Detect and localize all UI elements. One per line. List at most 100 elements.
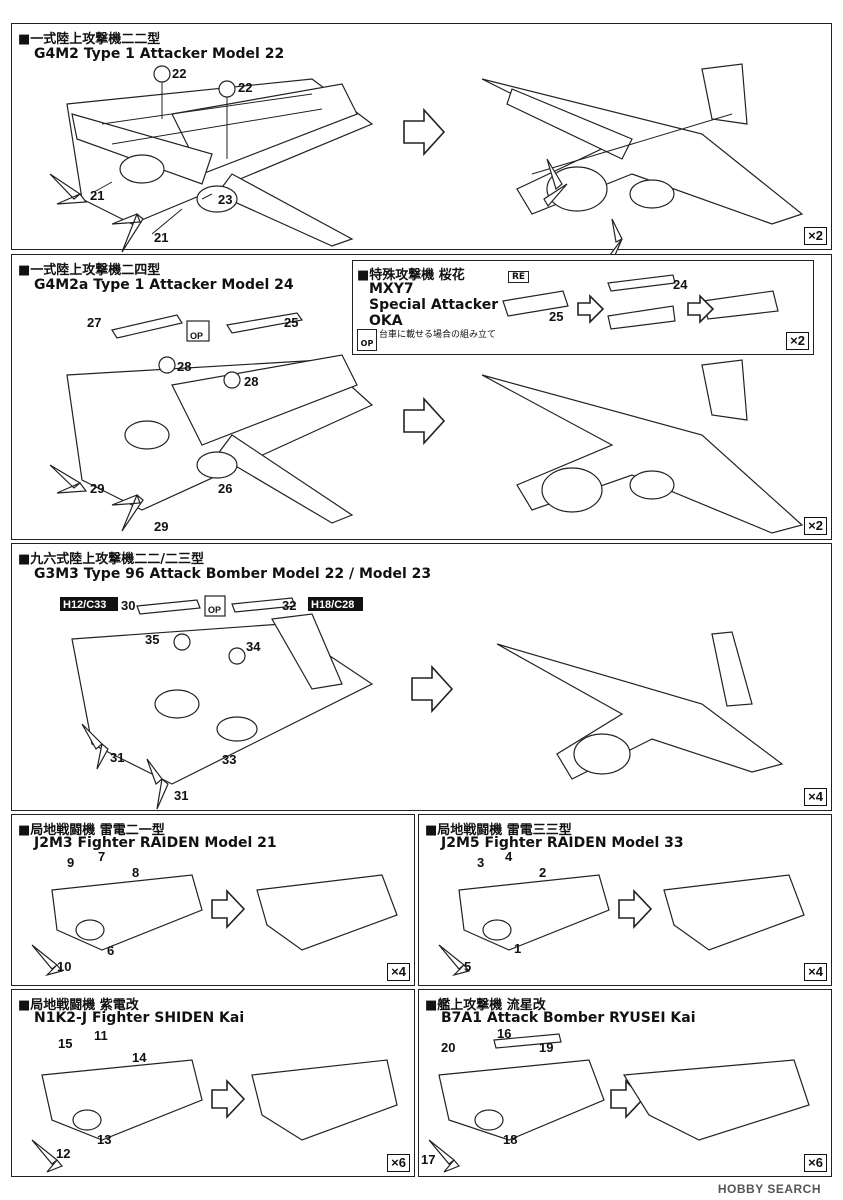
quantity-badge: ×4: [804, 963, 827, 981]
part-number: 20: [441, 1040, 455, 1055]
panel-title-en: J2M5 Fighter RAIDEN Model 33: [441, 835, 684, 851]
part-number: 30: [121, 598, 135, 613]
part-number: 28: [244, 374, 258, 389]
part-number: 21: [90, 188, 104, 203]
propeller-part: [49, 173, 144, 253]
part-number: 6: [107, 943, 114, 958]
plane-drawing: [622, 1059, 810, 1141]
plane-drawing: [458, 874, 610, 951]
part-number: 7: [98, 849, 105, 864]
op-icon: OP: [357, 329, 377, 351]
torpedo-rack: [111, 314, 183, 339]
part-number: 32: [282, 598, 296, 613]
part-number: 14: [132, 1050, 147, 1065]
part-number: 4: [505, 849, 513, 864]
oka-diagram: 25 24: [502, 274, 779, 330]
assembly-diagram: 3 4 2 1 5: [438, 849, 805, 977]
torpedo-part: [231, 597, 296, 613]
panel-j2m5-raiden33: ■局地戦闘機 雷電三三型 J2M5 Fighter RAIDEN Model 3…: [418, 814, 832, 986]
panel-title-ja: ■九六式陸上攻撃機二二/二三型: [18, 552, 205, 567]
arrow-right-icon: [211, 1078, 246, 1120]
part-number: 34: [246, 639, 261, 654]
assembly-diagram: OP 27 25 28 28 29 26 29: [49, 312, 804, 534]
plane-drawing: [71, 613, 374, 785]
panel-title-ja: ■一式陸上攻撃機二四型: [18, 263, 161, 278]
propeller-part: [146, 758, 169, 810]
assembly-diagram: 11 15 14 13 12: [31, 1028, 398, 1173]
panel-title-en: G4M2a Type 1 Attacker Model 24: [34, 277, 294, 293]
propeller-part: [438, 944, 471, 977]
gear-wheel: [223, 371, 241, 389]
quantity-badge: ×2: [804, 227, 827, 245]
bomb-part: [136, 599, 201, 615]
part-number: 22: [172, 66, 186, 81]
arrow-right-icon: [577, 294, 605, 324]
part-number: 9: [67, 855, 74, 870]
panel-g3m3-type96: ■九六式陸上攻撃機二二/二三型 G3M3 Type 96 Attack Bomb…: [11, 543, 832, 811]
part-number: 3: [477, 855, 484, 870]
part-number: 17: [421, 1152, 435, 1167]
part-number: 5: [464, 959, 471, 974]
part-number: 33: [222, 752, 236, 767]
re-label: RE: [508, 271, 530, 283]
panel-j2m3-raiden21: ■局地戦闘機 雷電二一型 J2M3 Fighter RAIDEN Model 2…: [11, 814, 415, 986]
part-number: 29: [90, 481, 104, 496]
arrow-right-icon: [403, 396, 446, 446]
panel-title-en: G4M2 Type 1 Attacker Model 22: [34, 46, 285, 62]
panel-b7a1-ryusei-kai: ■艦上攻撃機 流星改 B7A1 Attack Bomber RYUSEI Kai…: [418, 989, 832, 1177]
oka-note: 台車に載せる場合の組み立て: [379, 330, 497, 340]
propeller-part: [111, 494, 144, 532]
part-number: 28: [177, 359, 191, 374]
part-number: 8: [132, 865, 139, 880]
quantity-badge: ×6: [804, 1154, 827, 1172]
propeller-part: [81, 723, 109, 770]
op-icon: [204, 595, 226, 617]
part-number: 27: [87, 315, 101, 330]
op-icon: [186, 320, 210, 342]
arrow-right-icon: [403, 107, 446, 157]
gear-wheel: [153, 65, 171, 83]
part-number: 23: [218, 192, 232, 207]
arrow-right-icon: [687, 294, 715, 324]
quantity-badge: ×4: [804, 788, 827, 806]
plane-drawing: [496, 631, 784, 780]
part-number: 31: [174, 788, 188, 803]
torpedo-part: [493, 1033, 562, 1049]
part-number: 25: [549, 309, 563, 324]
oka-line3: OKA: [369, 313, 403, 329]
arrow-right-icon: [618, 888, 653, 930]
panel-g4m2-model22: ■一式陸上攻撃機二二型 G4M2 Type 1 Attacker Model 2…: [11, 23, 832, 263]
part-number: 26: [218, 481, 232, 496]
panel-title-ja: ■艦上攻撃機 流星改: [425, 998, 546, 1013]
plane-drawing: [51, 874, 203, 951]
op-label: OP: [190, 331, 203, 341]
arrow-right-icon: [211, 888, 246, 930]
op-label: OP: [360, 339, 374, 348]
assembly-diagram: H12/C33 H18/C28 OP 30 32 35 34 31 33 31: [60, 595, 784, 810]
part-number: 31: [110, 750, 124, 765]
part-number: 24: [673, 277, 688, 292]
part-number: 10: [57, 959, 71, 974]
quantity-badge: ×2: [786, 332, 809, 350]
gear-wheel: [228, 647, 246, 665]
panel-n1k2j-shiden-kai: ■局地戦闘機 紫電改 N1K2-J Fighter SHIDEN Kai 11 …: [11, 989, 415, 1177]
plane-drawing: [41, 1059, 203, 1141]
panel-title-ja: ■一式陸上攻撃機二二型: [18, 32, 161, 47]
part-number: 21: [154, 230, 168, 245]
part-number: 11: [94, 1028, 108, 1043]
plane-drawing: [663, 874, 805, 951]
plane-drawing: [481, 63, 804, 225]
oka-line2: Special Attacker: [369, 297, 499, 313]
part-number: 29: [154, 519, 168, 534]
op-label: OP: [208, 605, 221, 615]
panel-title-en: G3M3 Type 96 Attack Bomber Model 22 / Mo…: [34, 566, 432, 582]
plane-drawing: [66, 354, 374, 524]
part-number: 19: [539, 1040, 553, 1055]
oka-line1: MXY7: [369, 281, 414, 297]
arrow-right-icon: [411, 664, 454, 714]
part-number: 22: [238, 80, 252, 95]
arrow-right-icon: [610, 1078, 645, 1120]
color-tag: [60, 597, 118, 611]
panel-title-en: N1K2-J Fighter SHIDEN Kai: [34, 1010, 245, 1026]
oka-title-ja: ■特殊攻撃機 桜花: [357, 268, 465, 283]
